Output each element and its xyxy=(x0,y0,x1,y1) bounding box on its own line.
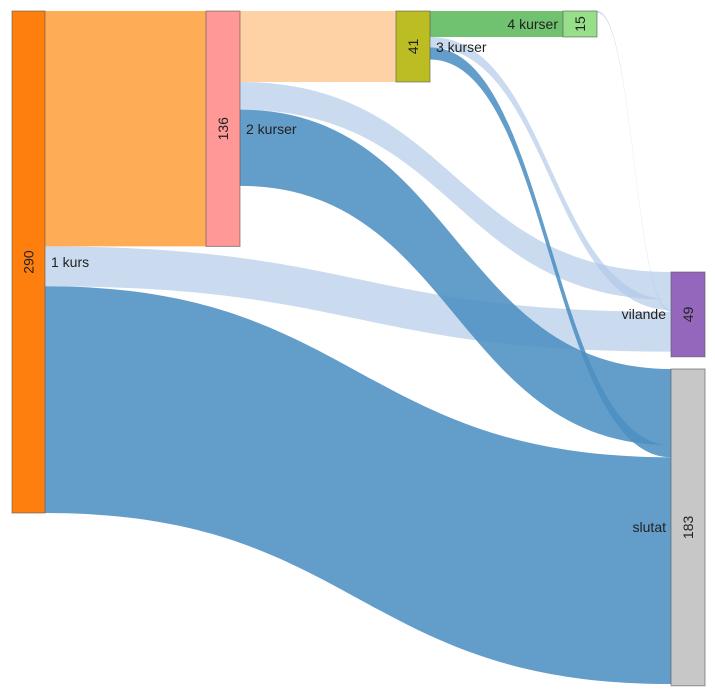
node-label: 2 kurser xyxy=(246,121,297,137)
nodes-layer: 290 1 kurs 136 2 kurser 41 3 kurser 15 4 kurser… xyxy=(11,10,706,687)
node-bar[interactable] xyxy=(11,10,46,514)
link-n290-to-n136[interactable] xyxy=(45,11,206,247)
node-n41[interactable]: 41 3 kurser xyxy=(395,10,487,83)
link-n15-to-vilande[interactable] xyxy=(597,11,671,312)
node-n15[interactable]: 15 4 kurser xyxy=(507,10,598,38)
node-value: 136 xyxy=(215,117,231,141)
node-value: 49 xyxy=(680,306,696,322)
links-layer xyxy=(45,11,671,685)
node-bar[interactable] xyxy=(562,10,598,38)
node-label: 3 kurser xyxy=(436,39,487,55)
link-n41-to-n15[interactable] xyxy=(430,11,563,37)
link-n136-to-n41[interactable] xyxy=(240,11,396,82)
link-n136-to-slutat[interactable] xyxy=(240,109,671,446)
node-n290[interactable]: 290 1 kurs xyxy=(11,10,89,514)
node-bar[interactable] xyxy=(395,10,431,83)
node-value: 15 xyxy=(572,16,588,32)
node-slutat[interactable]: 183 slutat xyxy=(633,368,706,687)
link-n136-to-vilande[interactable] xyxy=(240,81,671,300)
node-n136[interactable]: 136 2 kurser xyxy=(205,10,297,247)
link-n41-to-vilande[interactable] xyxy=(430,36,671,311)
link-n41-to-slutat[interactable] xyxy=(430,47,671,458)
node-value: 183 xyxy=(680,515,696,539)
node-bar[interactable] xyxy=(670,271,706,358)
node-bar[interactable] xyxy=(670,368,706,687)
node-label: 1 kurs xyxy=(51,254,89,270)
node-label: 4 kurser xyxy=(507,16,558,32)
link-n290-to-slutat[interactable] xyxy=(45,286,671,685)
node-vilande[interactable]: 49 vilande xyxy=(622,271,706,358)
node-bar[interactable] xyxy=(205,10,241,247)
node-value: 41 xyxy=(405,38,421,54)
node-label: slutat xyxy=(633,519,667,535)
node-label: vilande xyxy=(622,306,667,322)
node-value: 290 xyxy=(21,250,37,274)
